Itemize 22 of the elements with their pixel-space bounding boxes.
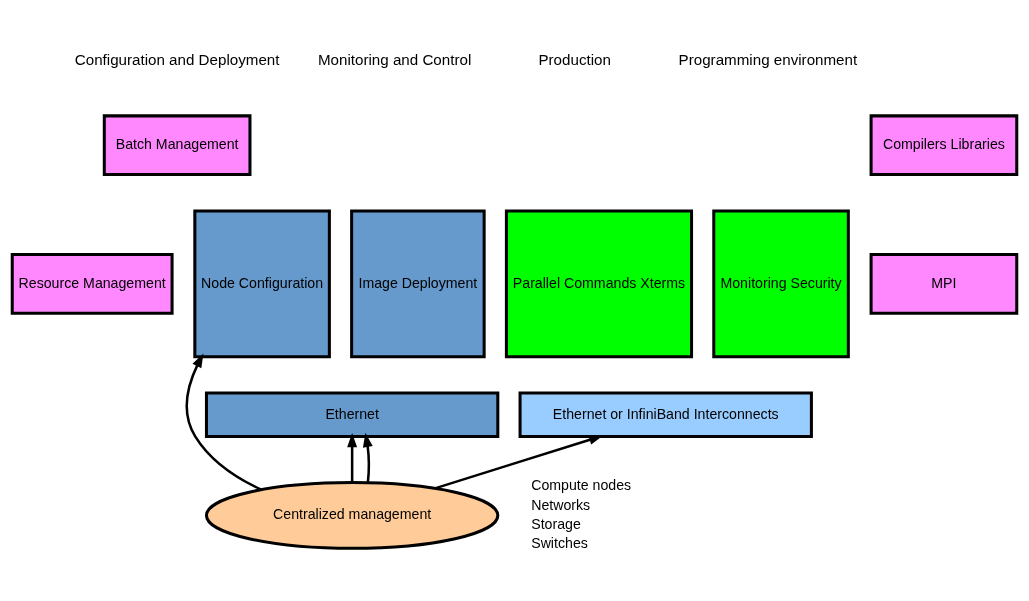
- node-box: Image Deployment: [350, 209, 486, 359]
- arrow: [362, 432, 373, 483]
- label: Programming environment: [678, 50, 858, 68]
- arrow: [347, 432, 358, 483]
- node-box: Ethernet or InfiniBand Interconnects: [518, 391, 813, 439]
- label: Switches: [531, 535, 588, 552]
- node-box: Node Configuration: [193, 209, 331, 359]
- label: Production: [538, 50, 611, 68]
- label: Configuration and Deployment: [74, 50, 280, 68]
- node-box: Ethernet: [204, 391, 500, 439]
- node-box: MPI: [869, 252, 1019, 315]
- label: Compute nodes: [531, 477, 632, 494]
- node-ellipse: Centralized management: [204, 481, 500, 550]
- label: Networks: [531, 496, 591, 513]
- node-box: Resource Management: [10, 252, 174, 315]
- arrow: [185, 353, 262, 491]
- node-box: Parallel Commands Xterms: [504, 209, 694, 359]
- label: Monitoring and Control: [317, 50, 472, 68]
- label: Storage: [531, 515, 581, 532]
- node-box: Batch Management: [102, 114, 252, 177]
- node-box: Monitoring Security: [712, 209, 850, 359]
- node-box: Compilers Libraries: [869, 114, 1019, 177]
